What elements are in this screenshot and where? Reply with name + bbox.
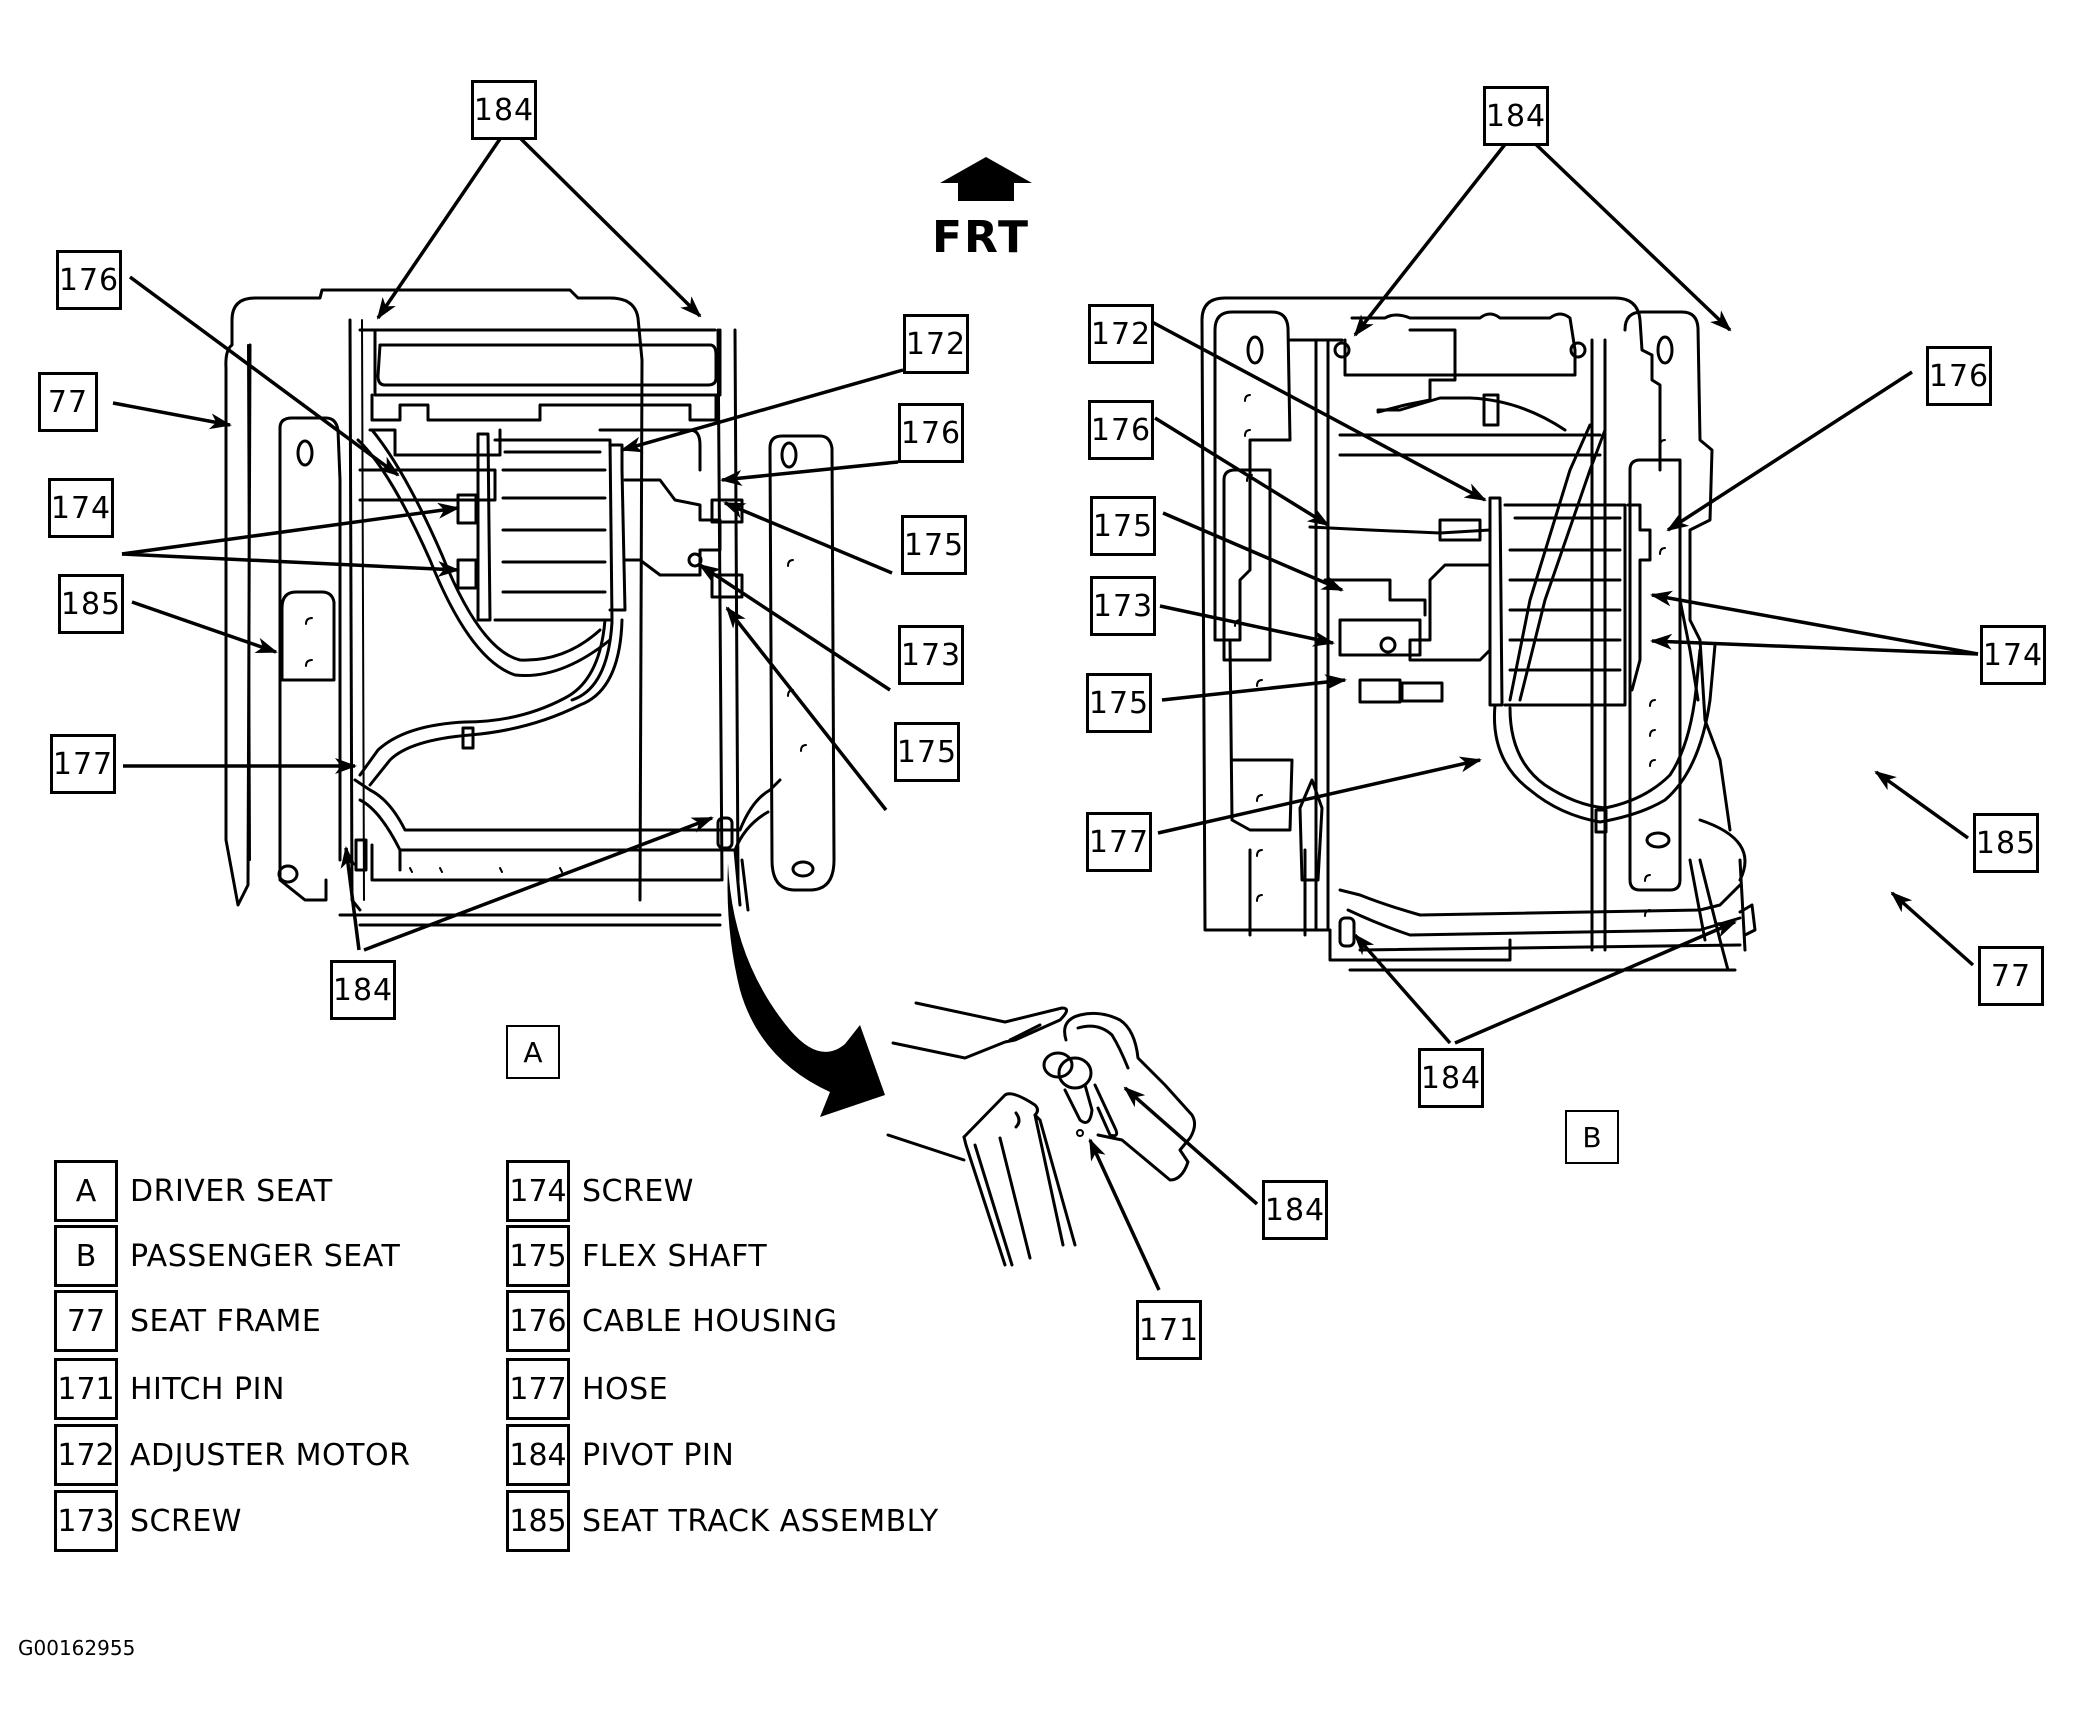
legend-item: B PASSENGER SEAT [54, 1225, 400, 1287]
callout-77: 77 [1978, 946, 2044, 1006]
legend-item: 177 HOSE [506, 1358, 668, 1420]
legend-key: 175 [506, 1225, 570, 1287]
passenger-seat-drawing [1200, 296, 1757, 972]
detail-inset-leaders [1088, 1086, 1259, 1291]
callout-184: 184 [330, 960, 396, 1020]
legend-key: 177 [506, 1358, 570, 1420]
curved-arrow-icon [727, 863, 885, 1117]
legend-item: 77 SEAT FRAME [54, 1290, 321, 1352]
passenger-seat-leaders [1151, 131, 1979, 1045]
legend-text: HOSE [582, 1371, 669, 1407]
view-label-b: B [1565, 1110, 1619, 1164]
legend-item: 172 ADJUSTER MOTOR [54, 1424, 410, 1486]
legend-item: 184 PIVOT PIN [506, 1424, 734, 1486]
legend-text: SCREW [130, 1503, 242, 1539]
legend-text: HITCH PIN [130, 1371, 285, 1407]
callout-172: 172 [1088, 304, 1154, 364]
legend-text: ADJUSTER MOTOR [130, 1437, 411, 1473]
hitch-pin-detail-drawing [886, 1001, 1197, 1267]
legend-text: SEAT TRACK ASSEMBLY [582, 1503, 939, 1539]
figure-id: G00162955 [18, 1636, 136, 1660]
callout-176: 176 [1926, 346, 1992, 406]
callout-173: 173 [898, 625, 964, 685]
legend-item: 185 SEAT TRACK ASSEMBLY [506, 1490, 939, 1552]
callout-176: 176 [898, 403, 964, 463]
callout-77: 77 [38, 372, 98, 432]
legend-text: PASSENGER SEAT [130, 1238, 401, 1274]
legend-item: 173 SCREW [54, 1490, 242, 1552]
callout-175: 175 [1090, 496, 1156, 556]
legend-item: 175 FLEX SHAFT [506, 1225, 767, 1287]
legend-item: A DRIVER SEAT [54, 1160, 333, 1222]
legend-key: A [54, 1160, 118, 1222]
legend-key: 172 [54, 1424, 118, 1486]
legend-key: 173 [54, 1490, 118, 1552]
callout-177: 177 [1086, 812, 1152, 872]
legend-key: 174 [506, 1160, 570, 1222]
legend-key: 176 [506, 1290, 570, 1352]
legend-text: FLEX SHAFT [582, 1238, 768, 1274]
legend-key: B [54, 1225, 118, 1287]
legend-item: 171 HITCH PIN [54, 1358, 285, 1420]
callout-173: 173 [1090, 576, 1156, 636]
front-arrow-icon [940, 157, 1032, 201]
legend-key: 184 [506, 1424, 570, 1486]
callout-176: 176 [1088, 400, 1154, 460]
callout-171: 171 [1136, 1300, 1202, 1360]
callout-175: 175 [894, 722, 960, 782]
callout-184: 184 [1262, 1180, 1328, 1240]
driver-seat-drawing [224, 288, 836, 927]
callout-184: 184 [1418, 1048, 1484, 1108]
view-label-a: A [506, 1025, 560, 1079]
callout-176: 176 [56, 250, 122, 310]
callout-185: 185 [58, 574, 124, 634]
legend-key: 171 [54, 1358, 118, 1420]
legend-item: 176 CABLE HOUSING [506, 1290, 837, 1352]
legend-key: 185 [506, 1490, 570, 1552]
callout-174: 174 [1980, 625, 2046, 685]
callout-175: 175 [901, 515, 967, 575]
callout-184: 184 [1483, 86, 1549, 146]
callout-174: 174 [48, 478, 114, 538]
callout-177: 177 [50, 734, 116, 794]
callout-175: 175 [1086, 673, 1152, 733]
driver-seat-leaders [112, 131, 904, 952]
legend-text: SCREW [582, 1173, 694, 1209]
legend-text: PIVOT PIN [582, 1437, 735, 1473]
legend-text: SEAT FRAME [130, 1303, 322, 1339]
legend-text: CABLE HOUSING [582, 1303, 838, 1339]
legend-item: 174 SCREW [506, 1160, 694, 1222]
callout-184: 184 [471, 80, 537, 140]
callout-185: 185 [1973, 813, 2039, 873]
legend-text: DRIVER SEAT [130, 1173, 333, 1209]
front-direction-label: FRT [932, 212, 1030, 263]
legend-key: 77 [54, 1290, 118, 1352]
callout-172: 172 [903, 314, 969, 374]
